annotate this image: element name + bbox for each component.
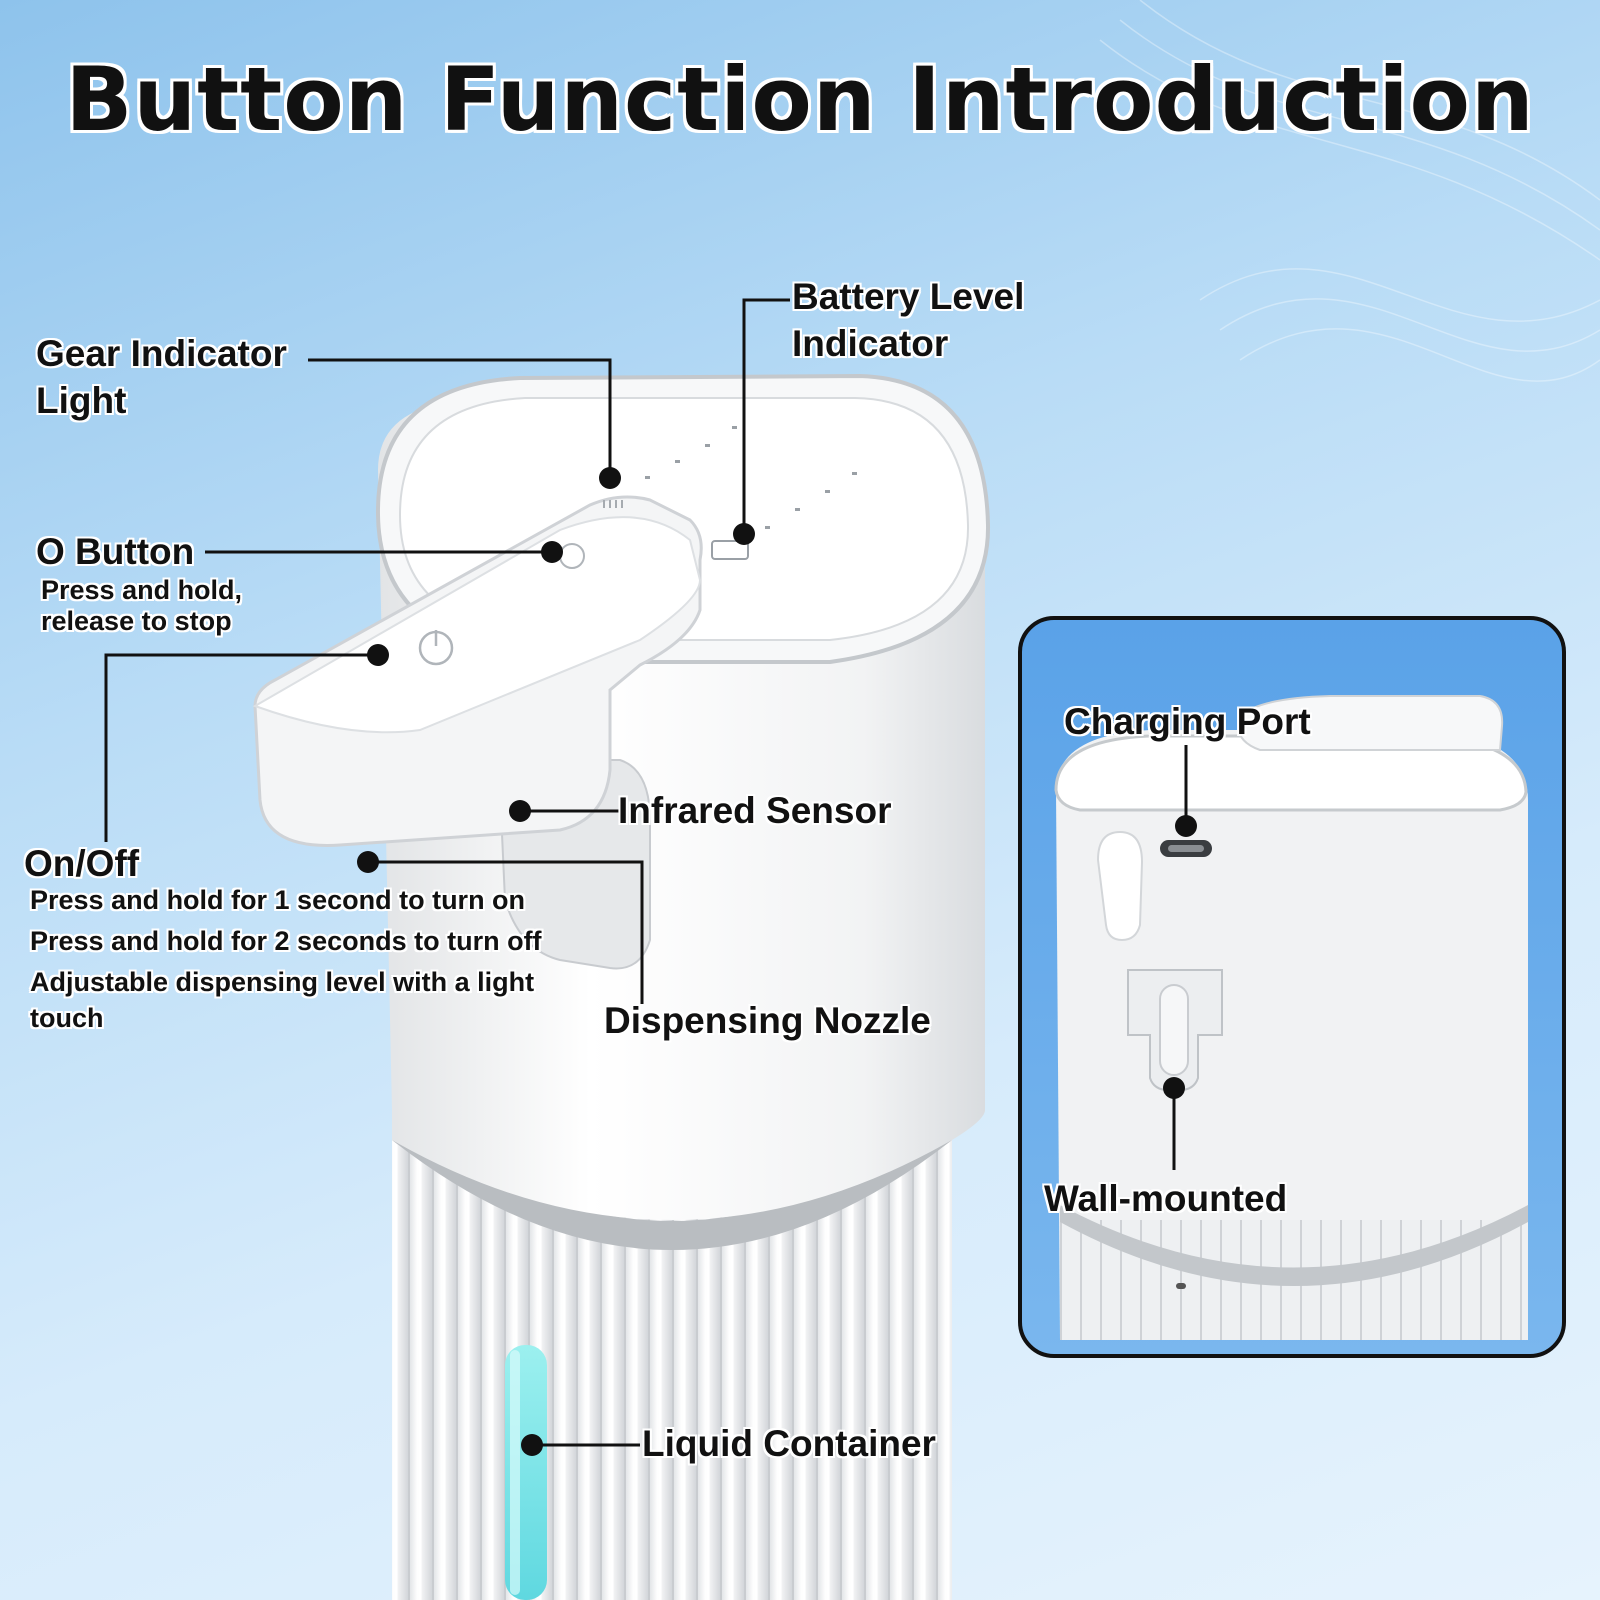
callout-dots — [357, 467, 1197, 1456]
gear-lines-icon — [603, 500, 623, 508]
button-arm-top — [252, 516, 702, 734]
inset-back-view — [1018, 616, 1566, 1358]
label-gear-indicator-line1: Gear Indicator — [36, 333, 287, 374]
label-battery-level-line2: Indicator — [792, 323, 949, 365]
label-on-off: On/Off Press and hold for 1 second to tu… — [24, 840, 542, 1034]
page-title: Button Function Introduction — [65, 48, 1535, 151]
soap-dispenser — [252, 373, 991, 1600]
label-gear-indicator-line2: Light — [36, 380, 127, 422]
label-o-button-desc2: release to stop — [41, 606, 232, 637]
battery-icon — [711, 540, 749, 560]
label-o-button: O Button Press and hold, release to stop — [36, 528, 242, 637]
leader-lines — [104, 298, 1188, 1447]
label-o-button-name: O Button — [36, 531, 195, 572]
label-on-off-desc2: Press and hold for 2 seconds to turn off — [30, 926, 542, 957]
label-battery-level-line1: Battery Level — [792, 276, 1025, 317]
inset-device-body — [1056, 730, 1528, 1340]
label-on-off-desc3: Adjustable dispensing level with a light — [30, 967, 535, 998]
silver-ring — [392, 1112, 952, 1250]
decorative-wave-lines — [1099, 0, 1600, 382]
indicator-dots — [645, 426, 857, 529]
label-battery-level: Battery Level Indicator — [792, 273, 1024, 368]
label-on-off-desc4: touch — [30, 1002, 104, 1033]
label-gear-indicator: Gear Indicator Light — [36, 330, 287, 425]
label-on-off-name: On/Off — [24, 843, 140, 884]
label-dispensing-nozzle: Dispensing Nozzle — [604, 1000, 931, 1041]
label-charging-port: Charging Port — [1064, 701, 1311, 742]
label-o-button-desc1: Press and hold, — [41, 575, 243, 606]
label-liquid-container: Liquid Container — [642, 1423, 936, 1464]
label-on-off-desc1: Press and hold for 1 second to turn on — [30, 885, 526, 916]
label-infrared-sensor: Infrared Sensor — [618, 790, 892, 831]
label-wall-mounted: Wall-mounted — [1044, 1178, 1288, 1219]
